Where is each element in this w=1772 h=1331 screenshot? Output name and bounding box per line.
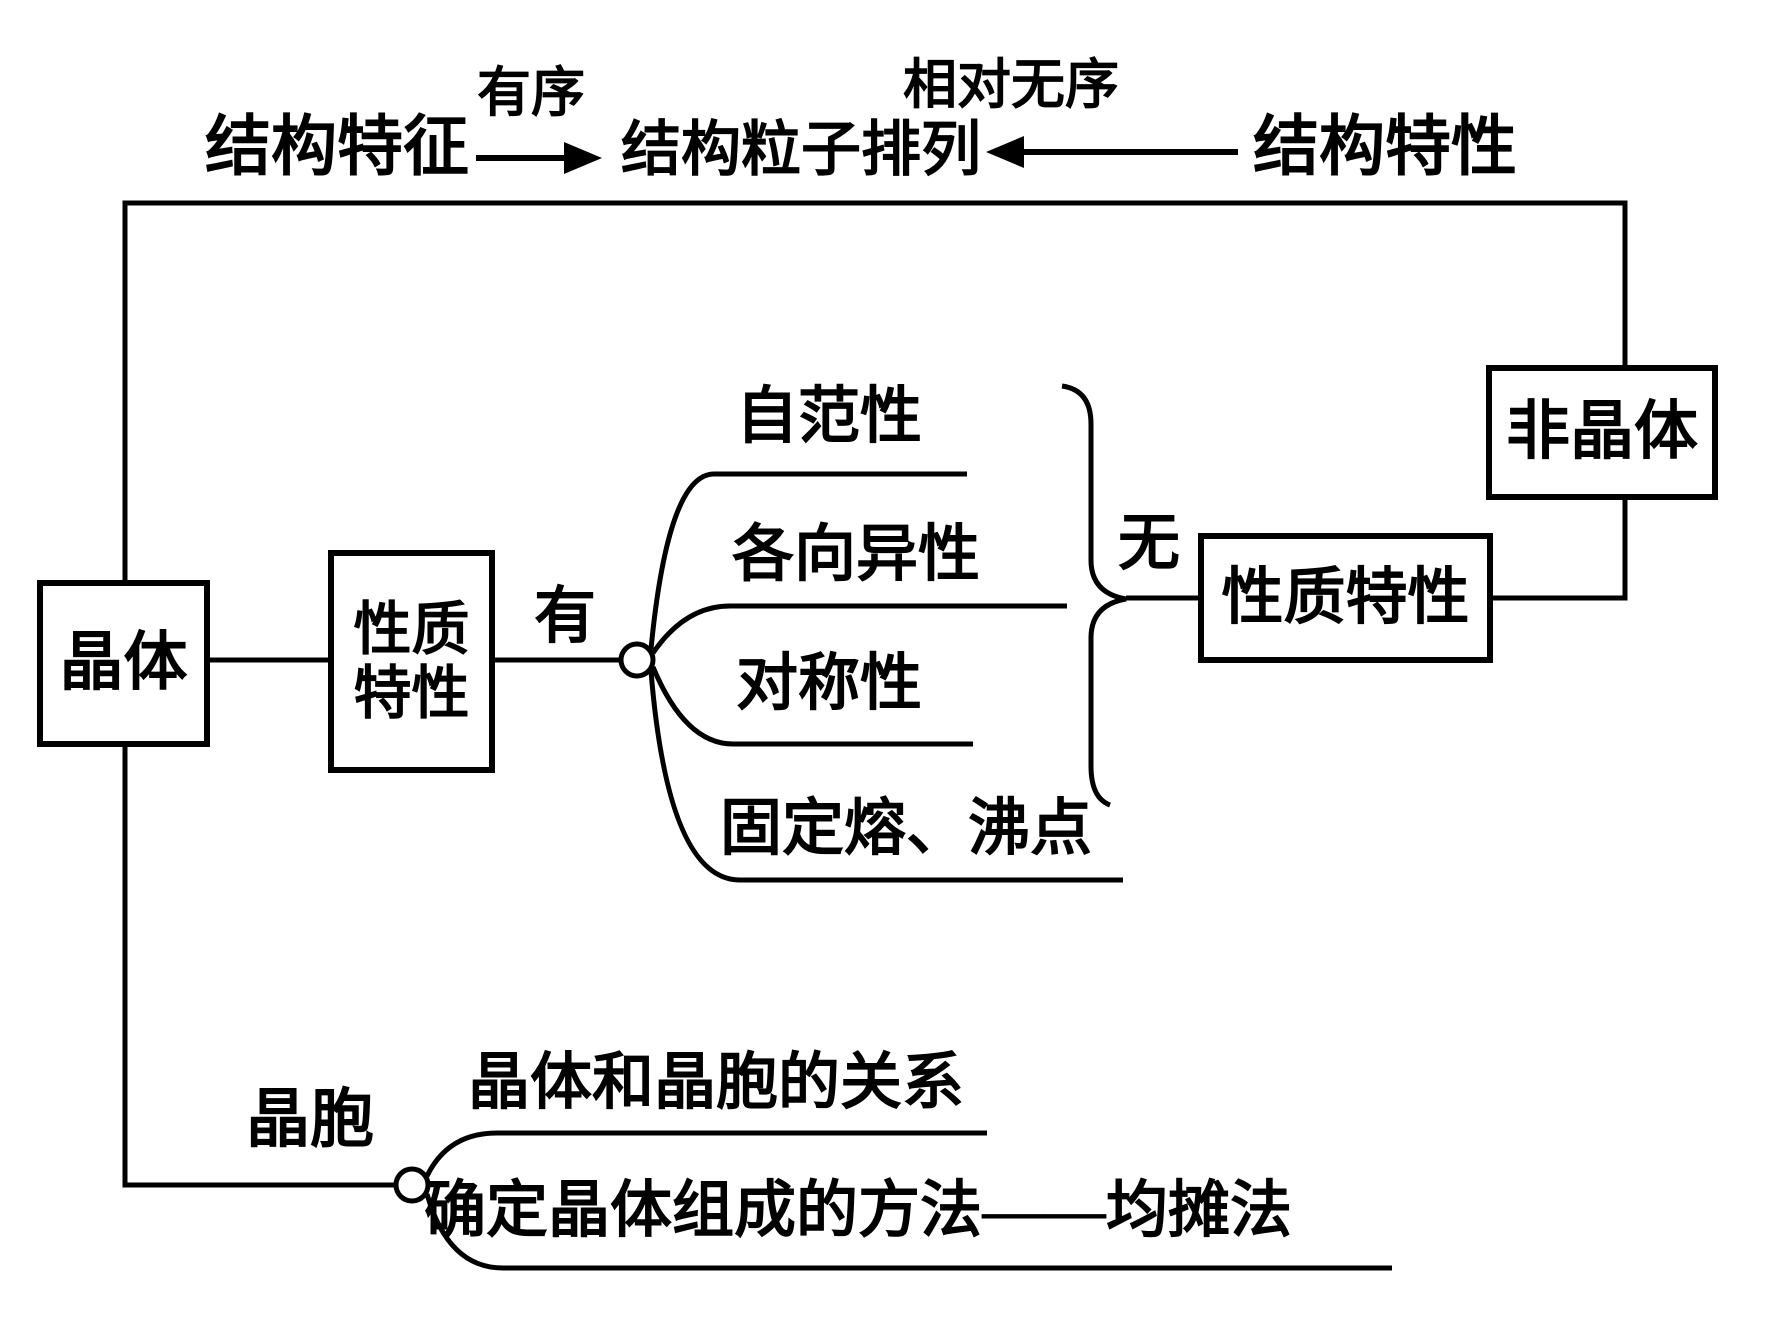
crystal-box: 晶体 [37,580,210,747]
branch-cell-method-line [424,1193,1392,1271]
structure-character-label: 结构特性 [1253,111,1517,184]
unit-cell-label: 晶胞 [246,1084,374,1155]
ordered-arrowhead-icon [564,142,602,174]
property-box: 性质 特性 [328,550,495,773]
amorphous-to-property-connector [1493,500,1628,601]
branch-self-limiting-label: 自范性 [736,383,923,451]
amorphous-box: 非晶体 [1486,365,1718,500]
branch-symmetry-label: 对称性 [736,650,923,718]
branch-self-limiting-line [648,471,967,650]
has-label: 有 [534,583,597,651]
branch-melting-point-line [648,670,1123,883]
property-branch-node [618,641,656,679]
crystal-to-cell-connector [122,747,396,1188]
property-box-line2: 特性 [353,660,470,726]
branch-anisotropy-line [650,603,1067,655]
property-right-box-label: 性质特性 [1221,563,1470,632]
amorphous-box-label: 非晶体 [1506,396,1698,468]
cell-method-label: 确定晶体组成的方法——均摊法 [424,1177,1293,1245]
ordered-label: 有序 [477,63,585,123]
disordered-arrowhead-icon [986,136,1024,168]
crystal-box-label: 晶体 [59,627,188,699]
structure-feature-label: 结构特征 [205,111,469,184]
outer-frame-connector [122,200,1628,580]
cell-relation-label: 晶体和晶胞的关系 [468,1049,965,1117]
brace-icon [1061,383,1127,808]
none-label: 无 [1118,510,1181,578]
branch-symmetry-line [650,666,973,747]
property-right-box: 性质特性 [1198,533,1493,663]
branch-cell-relation-line [424,1130,987,1178]
relatively-disordered-label: 相对无序 [903,55,1119,115]
cell-branch-node [393,1166,431,1204]
property-box-line1: 性质 [353,596,470,662]
branch-melting-point-label: 固定熔、沸点 [720,795,1093,863]
branch-anisotropy-label: 各向异性 [732,521,981,589]
particle-arrangement-label: 结构粒子排列 [621,117,981,183]
